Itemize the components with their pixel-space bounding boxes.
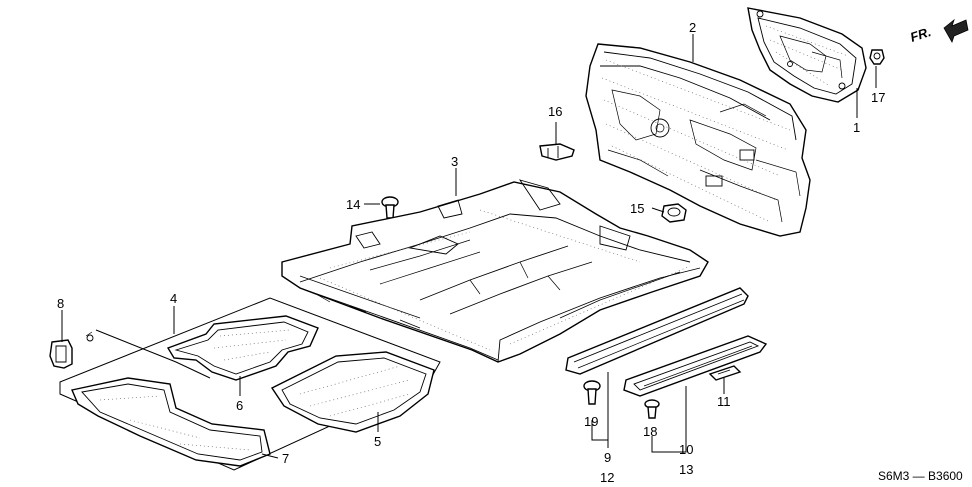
front-direction-indicator [943, 18, 969, 43]
callout-16: 16 [548, 104, 562, 119]
clip-14 [381, 196, 399, 219]
floor-mat-5 [270, 351, 435, 433]
callout-5: 5 [374, 434, 381, 449]
dashboard-insulator-lower [585, 43, 811, 237]
diagram-code: S6M3 — B3600 [878, 469, 963, 483]
front-direction-label: FR. [908, 24, 933, 45]
floor-mat-7 [71, 377, 271, 467]
callout-1: 1 [853, 120, 860, 135]
clip-16 [539, 143, 575, 161]
sill-plate [623, 335, 768, 397]
callout-4: 4 [170, 291, 177, 306]
arrow-icon [943, 18, 969, 43]
callout-3: 3 [451, 154, 458, 169]
callout-14: 14 [346, 197, 360, 212]
floor-mat-6 [166, 315, 319, 381]
callout-6: 6 [236, 398, 243, 413]
callout-12: 12 [600, 470, 614, 485]
floor-mat-hook [49, 331, 94, 369]
callout-11: 11 [717, 394, 731, 409]
callout-10: 10 [679, 442, 693, 457]
clip-18 [644, 399, 660, 419]
callout-19: 19 [584, 414, 598, 429]
dashboard-insulator-upper [747, 7, 867, 103]
callout-2: 2 [689, 20, 696, 35]
callout-13: 13 [679, 462, 693, 477]
leader-lines [61, 34, 877, 459]
sill-trim [565, 287, 749, 375]
callouts: 1 2 3 4 5 6 7 8 9 10 11 12 13 14 15 16 1… [57, 20, 885, 485]
clip-19 [583, 380, 601, 405]
clip-17 [869, 49, 885, 65]
badge-11 [708, 365, 742, 381]
clip-15 [661, 203, 687, 223]
callout-17: 17 [871, 90, 885, 105]
callout-9: 9 [604, 450, 611, 465]
floor-carpet [281, 179, 709, 363]
callout-15: 15 [630, 201, 644, 216]
callout-18: 18 [643, 424, 657, 439]
callout-7: 7 [282, 451, 289, 466]
callout-8: 8 [57, 296, 64, 311]
